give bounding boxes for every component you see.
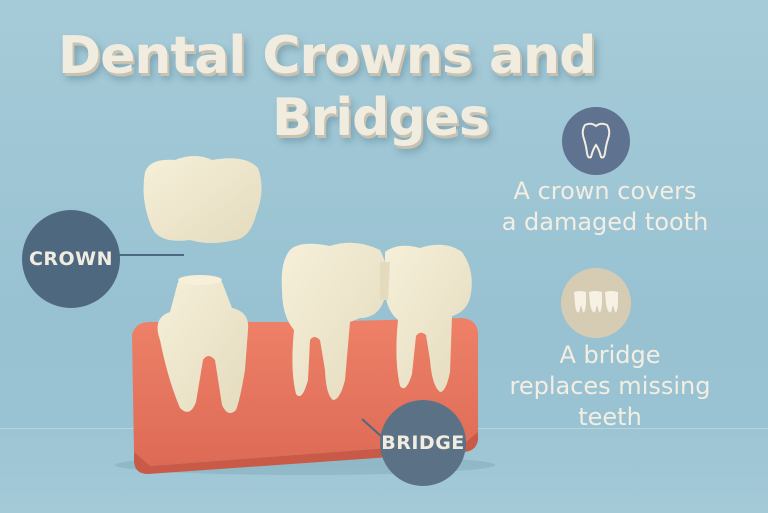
three-teeth-icon (561, 268, 631, 338)
crown-label-badge: CROWN (22, 210, 120, 308)
bridge-caption-line-2: replaces missing (509, 372, 711, 400)
bridge-caption: A bridge replaces missing teeth (500, 340, 720, 433)
tooth-icon (562, 107, 630, 175)
bridge-teeth (281, 242, 472, 400)
crown-caption: A crown covers a damaged tooth (480, 176, 730, 238)
crown-caption-line-2: a damaged tooth (501, 208, 709, 236)
crown-caption-line-1: A crown covers (513, 177, 697, 205)
crown-label: CROWN (28, 248, 114, 270)
crown-leader-line (118, 254, 184, 256)
bridge-caption-line-1: A bridge (559, 341, 661, 369)
prepared-tooth (157, 275, 249, 414)
title-line-2: Bridges (272, 88, 490, 148)
title-line-1: Dental Crowns and (58, 26, 596, 86)
bridge-label-badge: BRIDGE (380, 400, 466, 486)
crown-cap (143, 156, 262, 243)
bridge-caption-line-3: teeth (578, 403, 642, 431)
bridge-label: BRIDGE (381, 432, 465, 454)
